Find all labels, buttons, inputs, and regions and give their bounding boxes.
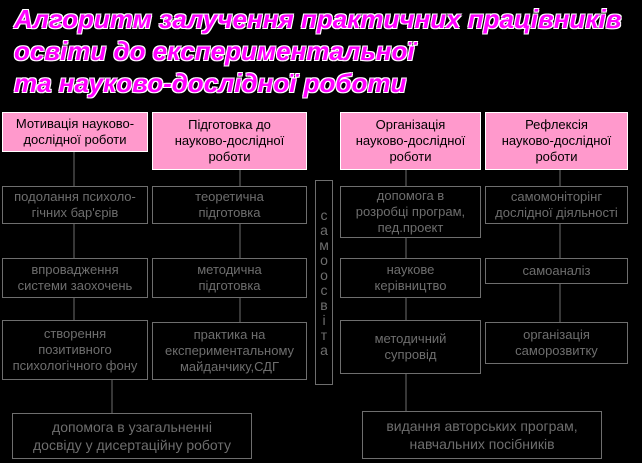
step-self-monitoring: самомоніторінг дослідної діяльності [485,186,628,224]
outcome-author-programs: видання авторських програм, навчальних п… [362,411,602,459]
self-education-letter: в [320,296,328,313]
page-title-line-3: та науково-дослідної роботи [14,68,407,98]
page-title-line-2: освіти до експериментальної [14,36,415,66]
step-experimental-practice: практика на експериментальному майданчик… [152,322,307,380]
header-motivation: Мотивація науково- дослідної роботи [2,112,148,152]
self-education-letter: а [320,341,328,358]
outcome-dissertation-help: допомога в узагальненні досвіду у дисерт… [12,413,252,459]
self-education-letter: м [319,236,329,253]
header-reflection: Рефлексія науково-дослідної роботи [485,112,628,170]
step-methodical-training: методична підготовка [152,258,307,298]
step-methodical-support: методичний супровід [340,320,481,374]
step-self-development: організація саморозвитку [485,322,628,364]
page-title-line-1: Алгоритм залучення практичних працівникі… [14,4,622,34]
self-education-letter: т [320,326,328,343]
step-self-analysis: самоаналіз [485,258,628,284]
self-education-box: с а м о о с в і т а [315,180,333,385]
self-education-letter: с [320,281,328,298]
self-education-letter: с [320,206,328,223]
header-preparation: Підготовка до науково-дослідної роботи [152,112,307,170]
header-organization: Організація науково-дослідної роботи [340,112,481,170]
self-education-letter: о [320,266,328,283]
step-overcoming-barriers: подолання психоло- гічних бар'єрів [2,186,148,224]
self-education-letter: о [320,251,328,268]
step-positive-climate: створення позитивного психологічного фон… [2,320,148,380]
self-education-letter: і [322,311,326,328]
self-education-letter: а [320,221,328,238]
step-scientific-supervision: наукове керівництво [340,258,481,298]
step-theoretical-training: теоретична підготовка [152,186,307,224]
step-incentive-system: впровадження системи заохочень [2,258,148,298]
step-program-development-help: допомога в розробці програм, пед.проект [340,186,481,238]
